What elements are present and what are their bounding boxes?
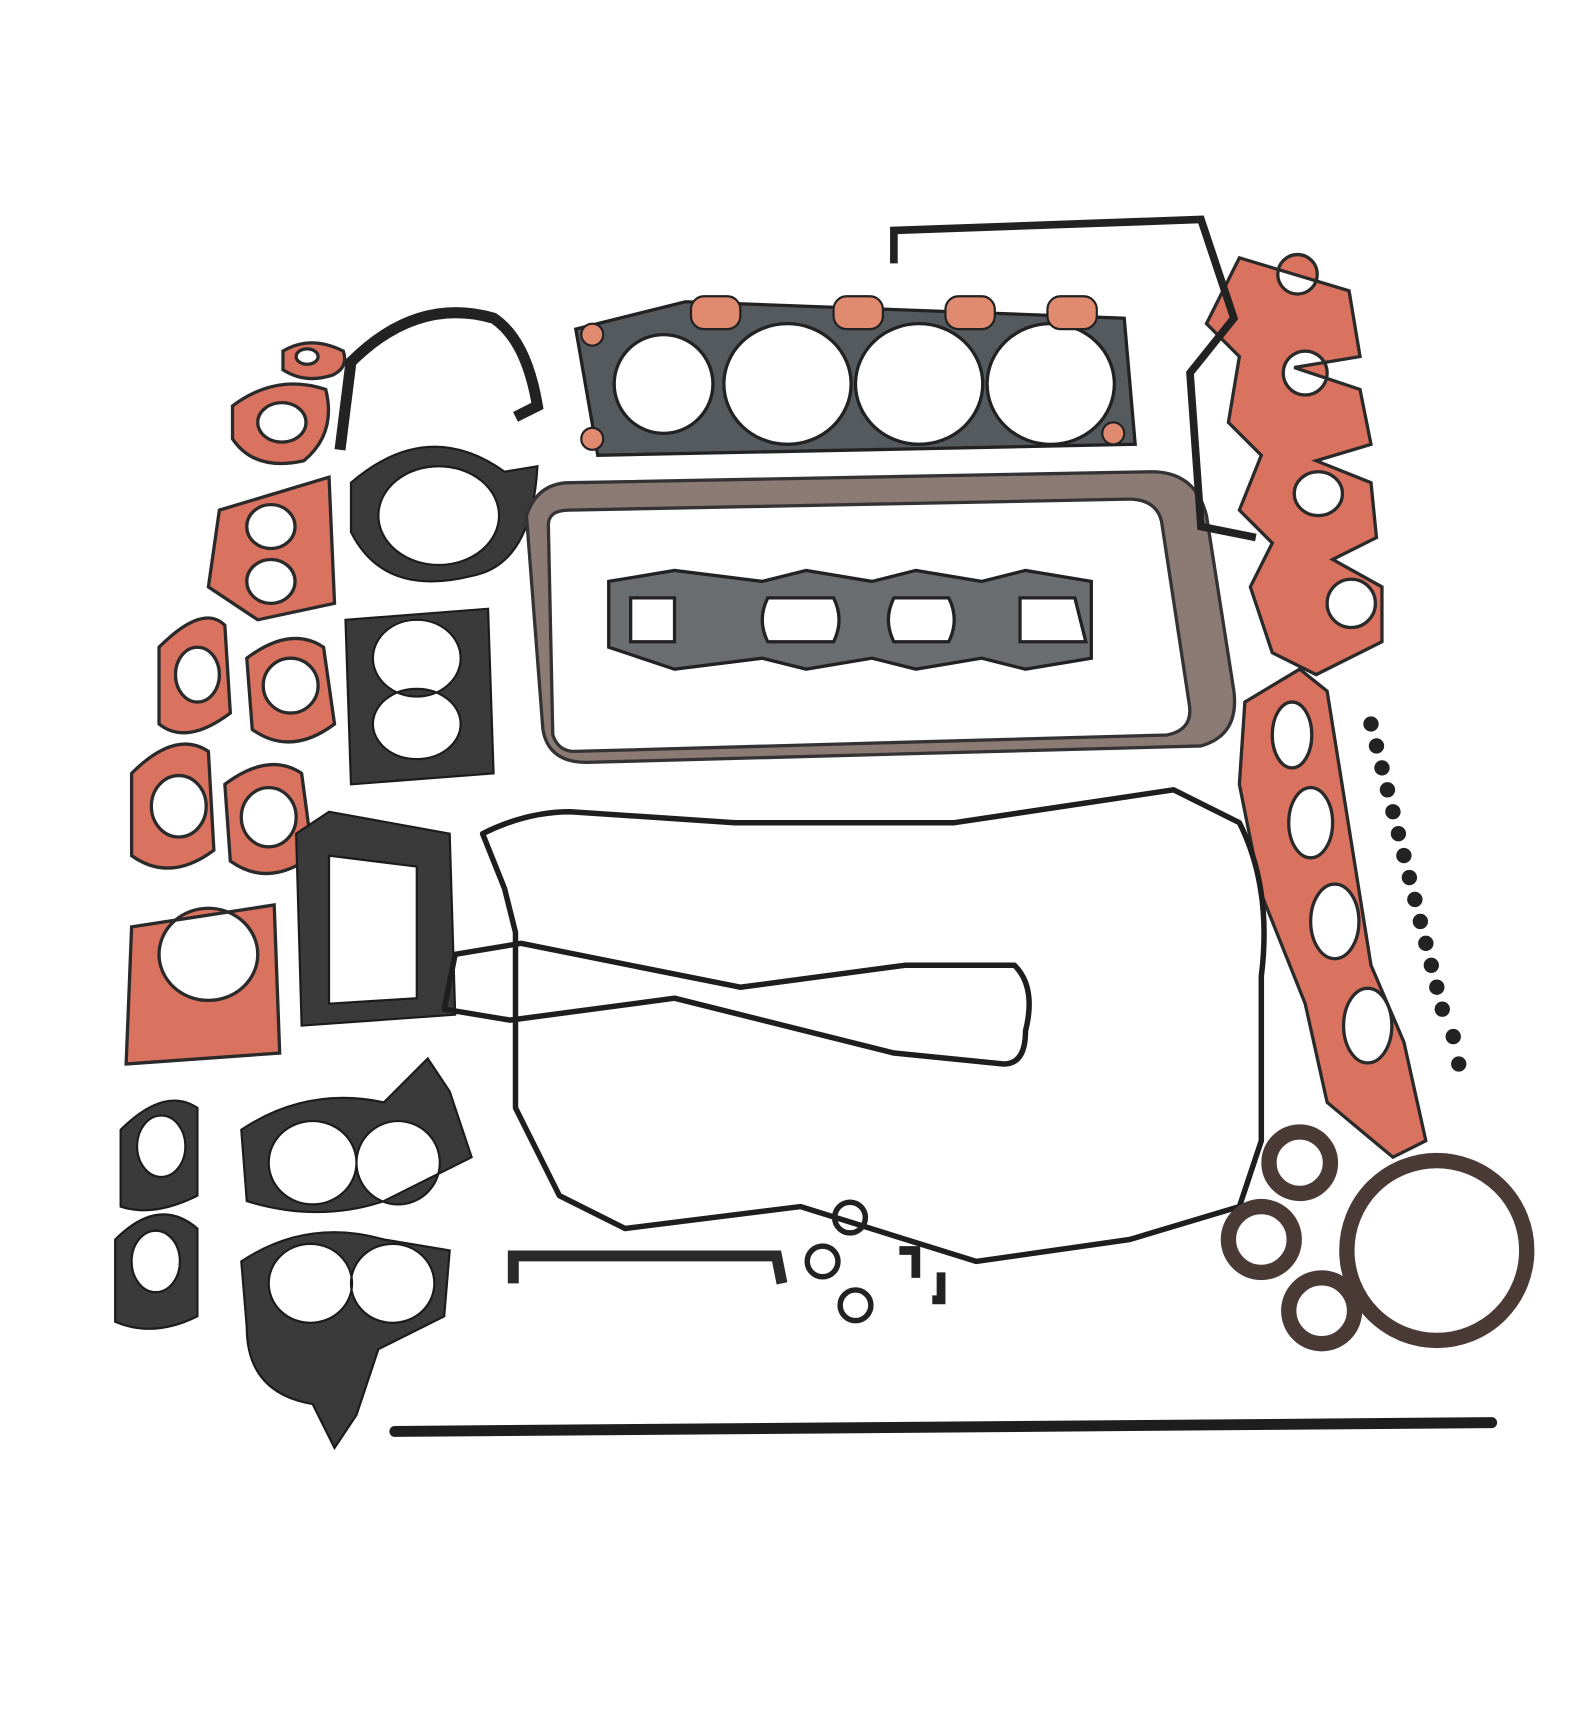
valve-stem-seals [1363,716,1467,1072]
red-flange-gasket [157,616,233,735]
rubber-cord-seal [389,1417,1498,1437]
red-throttle-gasket [124,903,282,1066]
timing-cover-seal [507,1250,788,1285]
oil-seals [1220,1124,1535,1352]
small-black-gasket [114,1213,199,1330]
o-rings [804,1199,946,1324]
red-gasket-double [206,475,337,622]
small-black-gasket [119,1099,199,1212]
cylinder-head-gasket [573,295,1137,457]
egr-gasket [295,810,457,1027]
twin-port-gasket [240,1231,451,1451]
timing-cover-gasket [334,307,544,451]
water-pump-gasket [349,445,539,583]
throttle-body-gasket [344,607,495,786]
intake-manifold-gasket [1204,253,1384,677]
red-gasket-round [230,382,331,466]
red-flange-gasket [245,636,337,744]
rubber-seal-strip [890,215,1257,542]
red-gasket-small [281,341,347,381]
twin-port-gasket [240,1056,473,1214]
exhaust-manifold-gasket [607,568,1093,671]
red-flange-gasket [129,742,216,870]
valve-cover-gasket [441,787,1267,1265]
oil-pan-gasket [524,470,1237,765]
intake-plenum-gasket [1237,667,1428,1160]
